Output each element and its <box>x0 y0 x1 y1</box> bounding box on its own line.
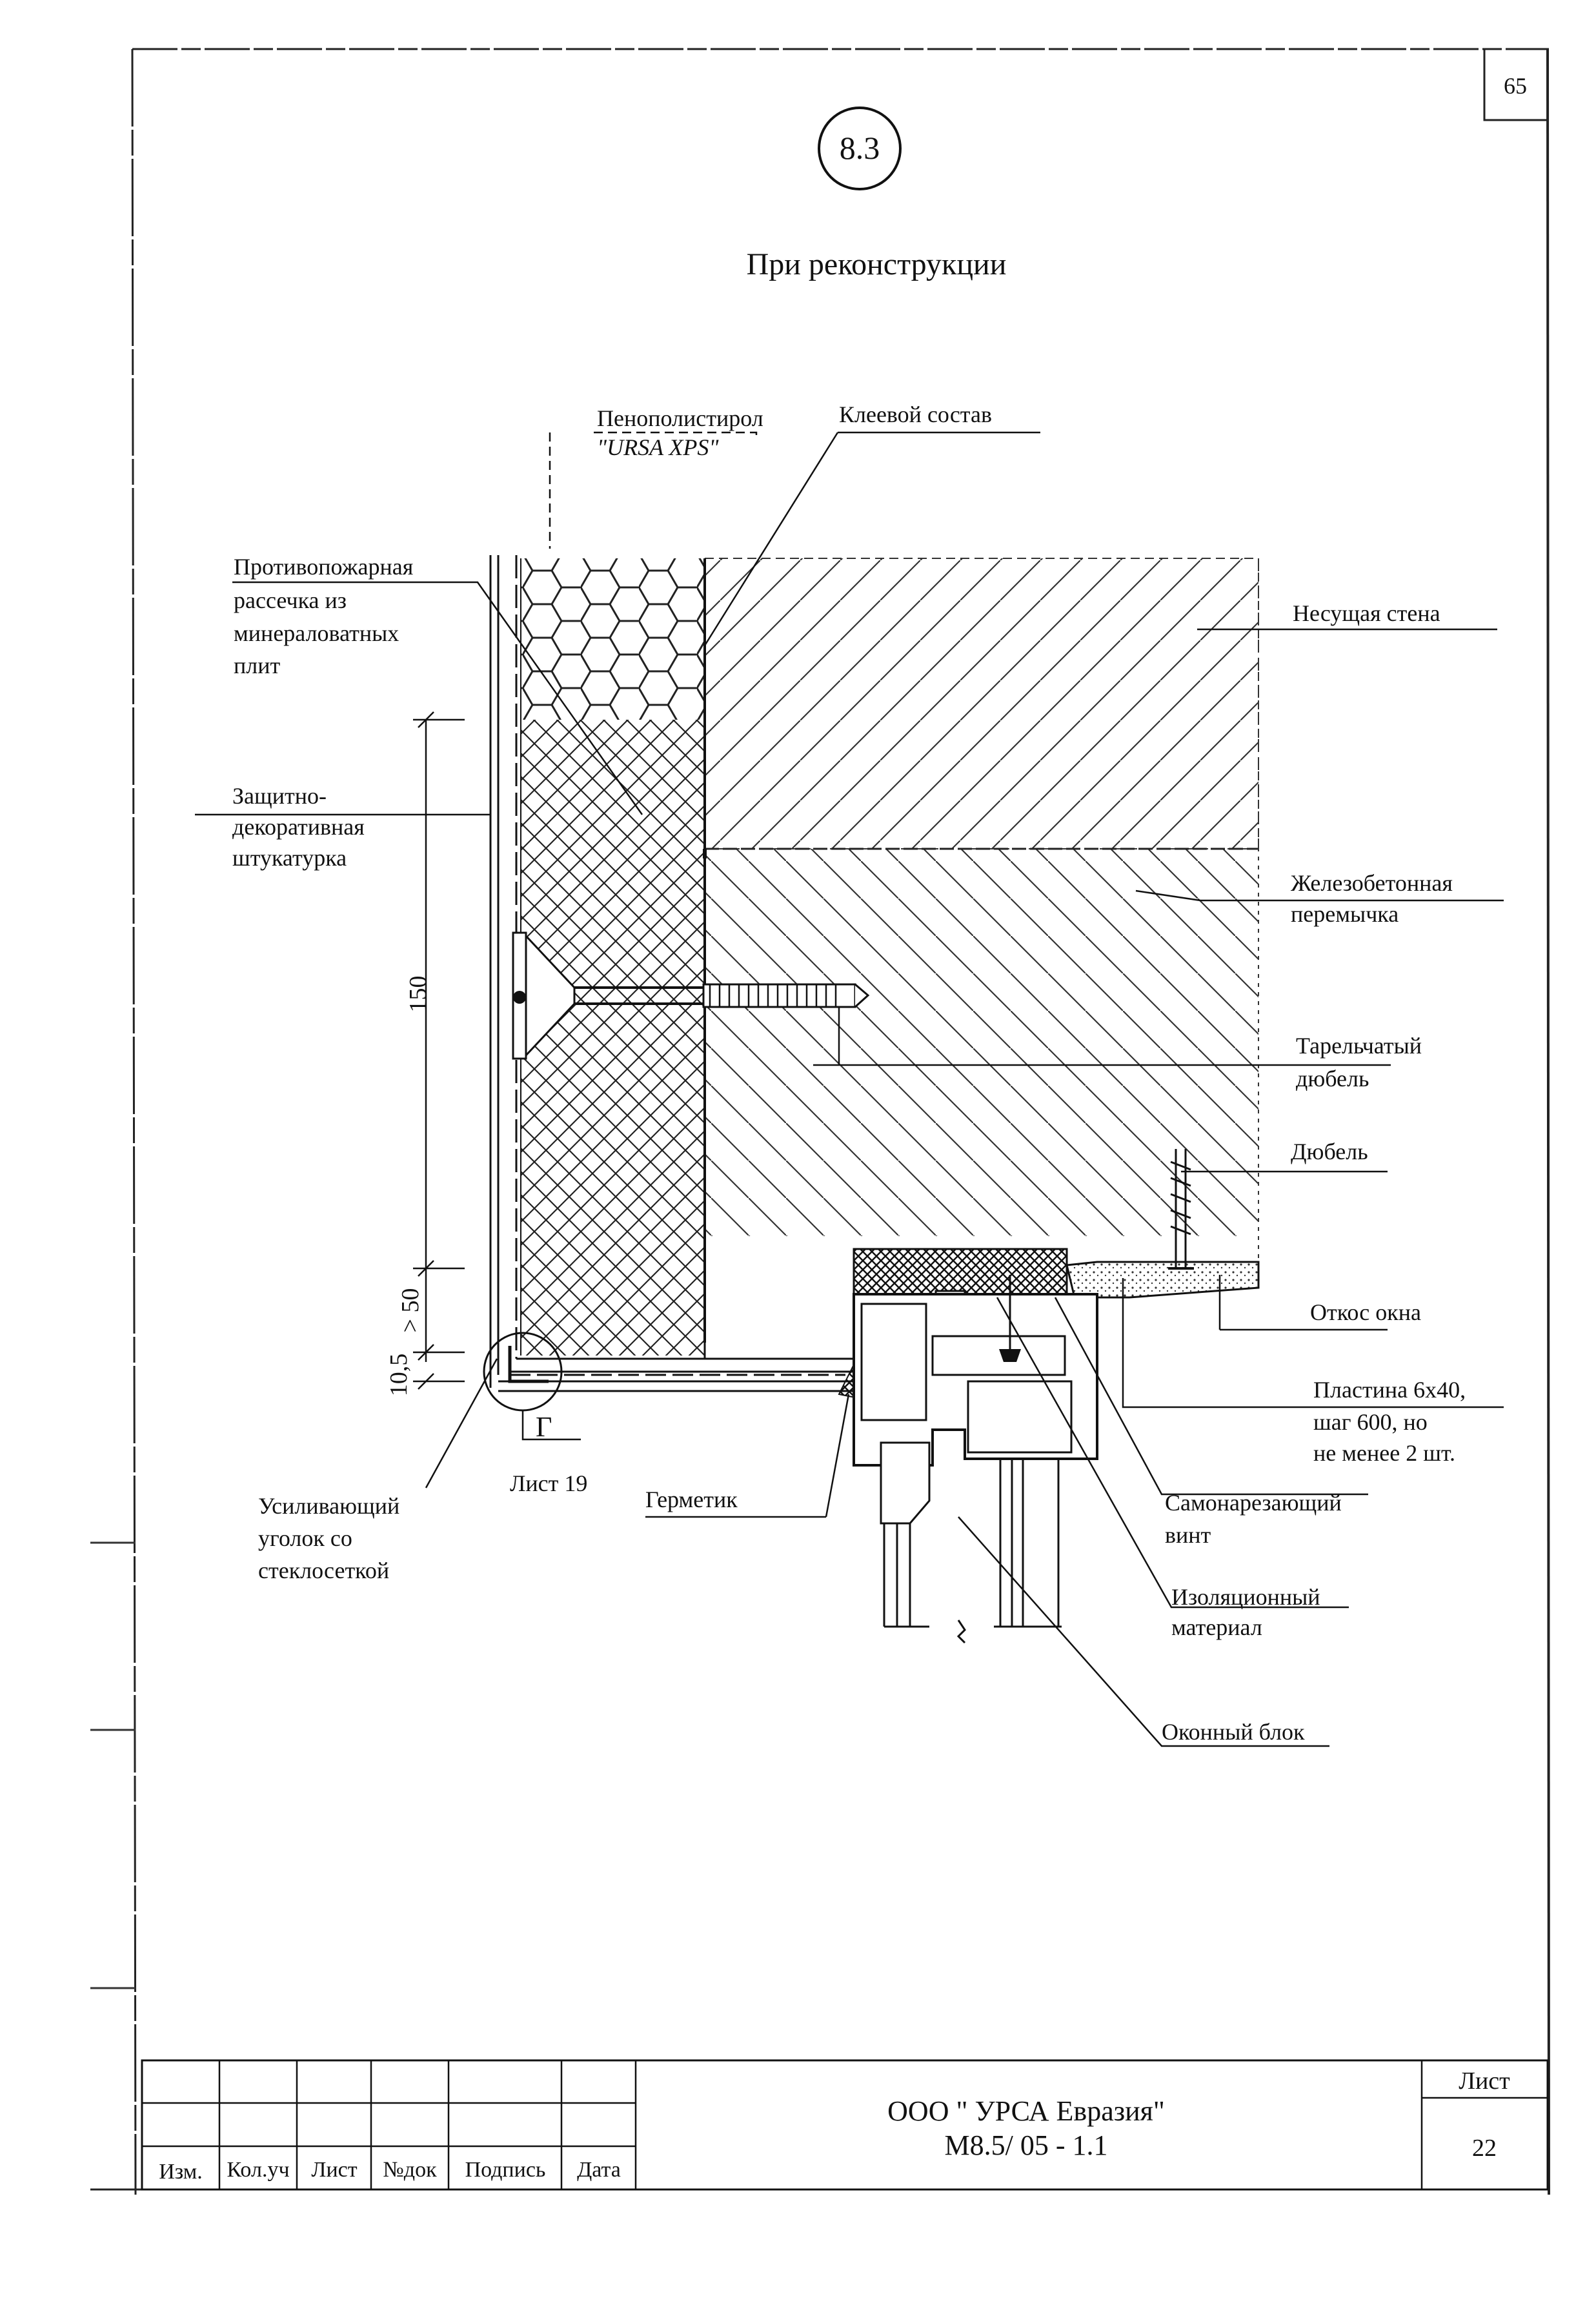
label-bearing-wall: Несущая стена <box>1293 600 1440 626</box>
col-kol-uch: Кол.уч <box>227 2158 289 2182</box>
label-plaster-1: Защитно- <box>232 783 327 809</box>
sheet-number: 22 <box>1472 2135 1497 2162</box>
col-ndok: №док <box>383 2158 437 2182</box>
label-plate-3: не менее 2 шт. <box>1313 1440 1455 1466</box>
title-block-frame <box>141 2059 1549 2191</box>
col-izm: Изм. <box>159 2160 203 2184</box>
screw-head <box>999 1349 1021 1362</box>
label-plate-1: Пластина 6х40, <box>1313 1377 1466 1403</box>
col-data: Дата <box>577 2158 621 2182</box>
lower-frame-left <box>883 1523 911 1627</box>
label-plaster-2: декоративная <box>232 814 365 840</box>
glazing-bead <box>880 1441 931 1525</box>
break-symbol <box>956 1620 966 1644</box>
label-detail-sheet: Лист 19 <box>510 1470 587 1496</box>
label-firebreak-3: минераловатных <box>234 620 399 646</box>
corner-sheet-number: 65 <box>1504 73 1527 99</box>
label-screw-1: Самонарезающий <box>1165 1490 1342 1516</box>
eps-board <box>520 558 705 720</box>
drawing-title: При реконструкции <box>747 247 1007 281</box>
rc-lintel <box>705 849 1258 1236</box>
label-screw-2: винт <box>1165 1522 1211 1548</box>
col-podpis: Подпись <box>465 2158 546 2182</box>
label-detail-letter: Г <box>536 1411 552 1443</box>
reinforcing-corner <box>508 1346 549 1383</box>
label-lintel-2: перемычка <box>1291 901 1399 927</box>
col-list: Лист <box>311 2158 357 2182</box>
label-disc-dowel-1: Тарельчатый <box>1296 1033 1422 1059</box>
title-block-columns: Изм. Кол.уч Лист №док Подпись Дата <box>159 2158 621 2184</box>
disc-dowel <box>512 931 870 1060</box>
label-corner-1: Усиливающий <box>258 1493 399 1519</box>
label-window-block: Оконный блок <box>1162 1719 1305 1745</box>
sheet-label: Лист <box>1459 2067 1510 2095</box>
document-code: М8.5/ 05 - 1.1 <box>945 2129 1108 2161</box>
insulation-strip <box>853 1248 1068 1295</box>
lower-frame-right <box>999 1459 1060 1627</box>
plaster-outer-lines <box>489 555 500 1388</box>
company-name: ООО " УРСА Евразия" <box>887 2095 1165 2127</box>
label-disc-dowel-2: дюбель <box>1296 1066 1369 1092</box>
label-plaster-3: штукатурка <box>232 845 347 871</box>
frame-chambers <box>860 1303 1066 1421</box>
label-eps: Пенополистирол <box>597 405 763 431</box>
title-block <box>141 2059 1549 2191</box>
wall-section <box>488 555 1259 1399</box>
dimension-lines <box>413 711 465 1390</box>
label-insulation-2: материал <box>1171 1614 1262 1640</box>
label-window-reveal: Откос окна <box>1310 1299 1421 1325</box>
label-sealant: Герметик <box>645 1487 738 1512</box>
window-frame-profile <box>853 1293 1098 1467</box>
detail-callout-leader <box>521 1410 581 1441</box>
label-firebreak-4: плит <box>234 653 280 678</box>
detail-callout-g <box>483 1332 581 1441</box>
label-adhesive: Клеевой состав <box>839 401 992 427</box>
label-corner-3: стеклосеткой <box>258 1558 389 1583</box>
label-firebreak-1: Противопожарная <box>234 554 413 580</box>
detail-marker: 8.3 <box>818 107 902 190</box>
soffit-plaster-lines <box>498 1357 858 1392</box>
mineral-wool-firebreak <box>520 720 705 1356</box>
dimension-150: 150 <box>405 976 432 1013</box>
window-assembly <box>853 1248 1260 1644</box>
frame-dowel <box>1168 1149 1194 1270</box>
label-firebreak-2: рассечка из <box>234 587 347 613</box>
label-eps-brand: "URSA XPS" <box>597 434 719 460</box>
leader-lines <box>195 431 1504 1747</box>
detail-marker-circle <box>818 107 902 190</box>
label-lintel-1: Железобетонная <box>1291 870 1453 896</box>
label-plate-2: шаг 600, но <box>1313 1409 1428 1435</box>
label-corner-2: уголок со <box>258 1525 352 1551</box>
dimension-10-5: 10,5 <box>385 1354 412 1397</box>
label-insulation-1: Изоляционный <box>1171 1584 1320 1610</box>
reveal-plaster <box>1066 1261 1260 1299</box>
detail-number: 8.3 <box>840 130 880 166</box>
sash-profile <box>967 1380 1073 1454</box>
dimension-50: > 50 <box>397 1288 424 1333</box>
bearing-wall <box>704 558 1259 849</box>
callout-labels: Пенополистирол "URSA XPS" Клеевой состав… <box>232 401 1466 1745</box>
label-dowel: Дюбель <box>1291 1139 1368 1164</box>
